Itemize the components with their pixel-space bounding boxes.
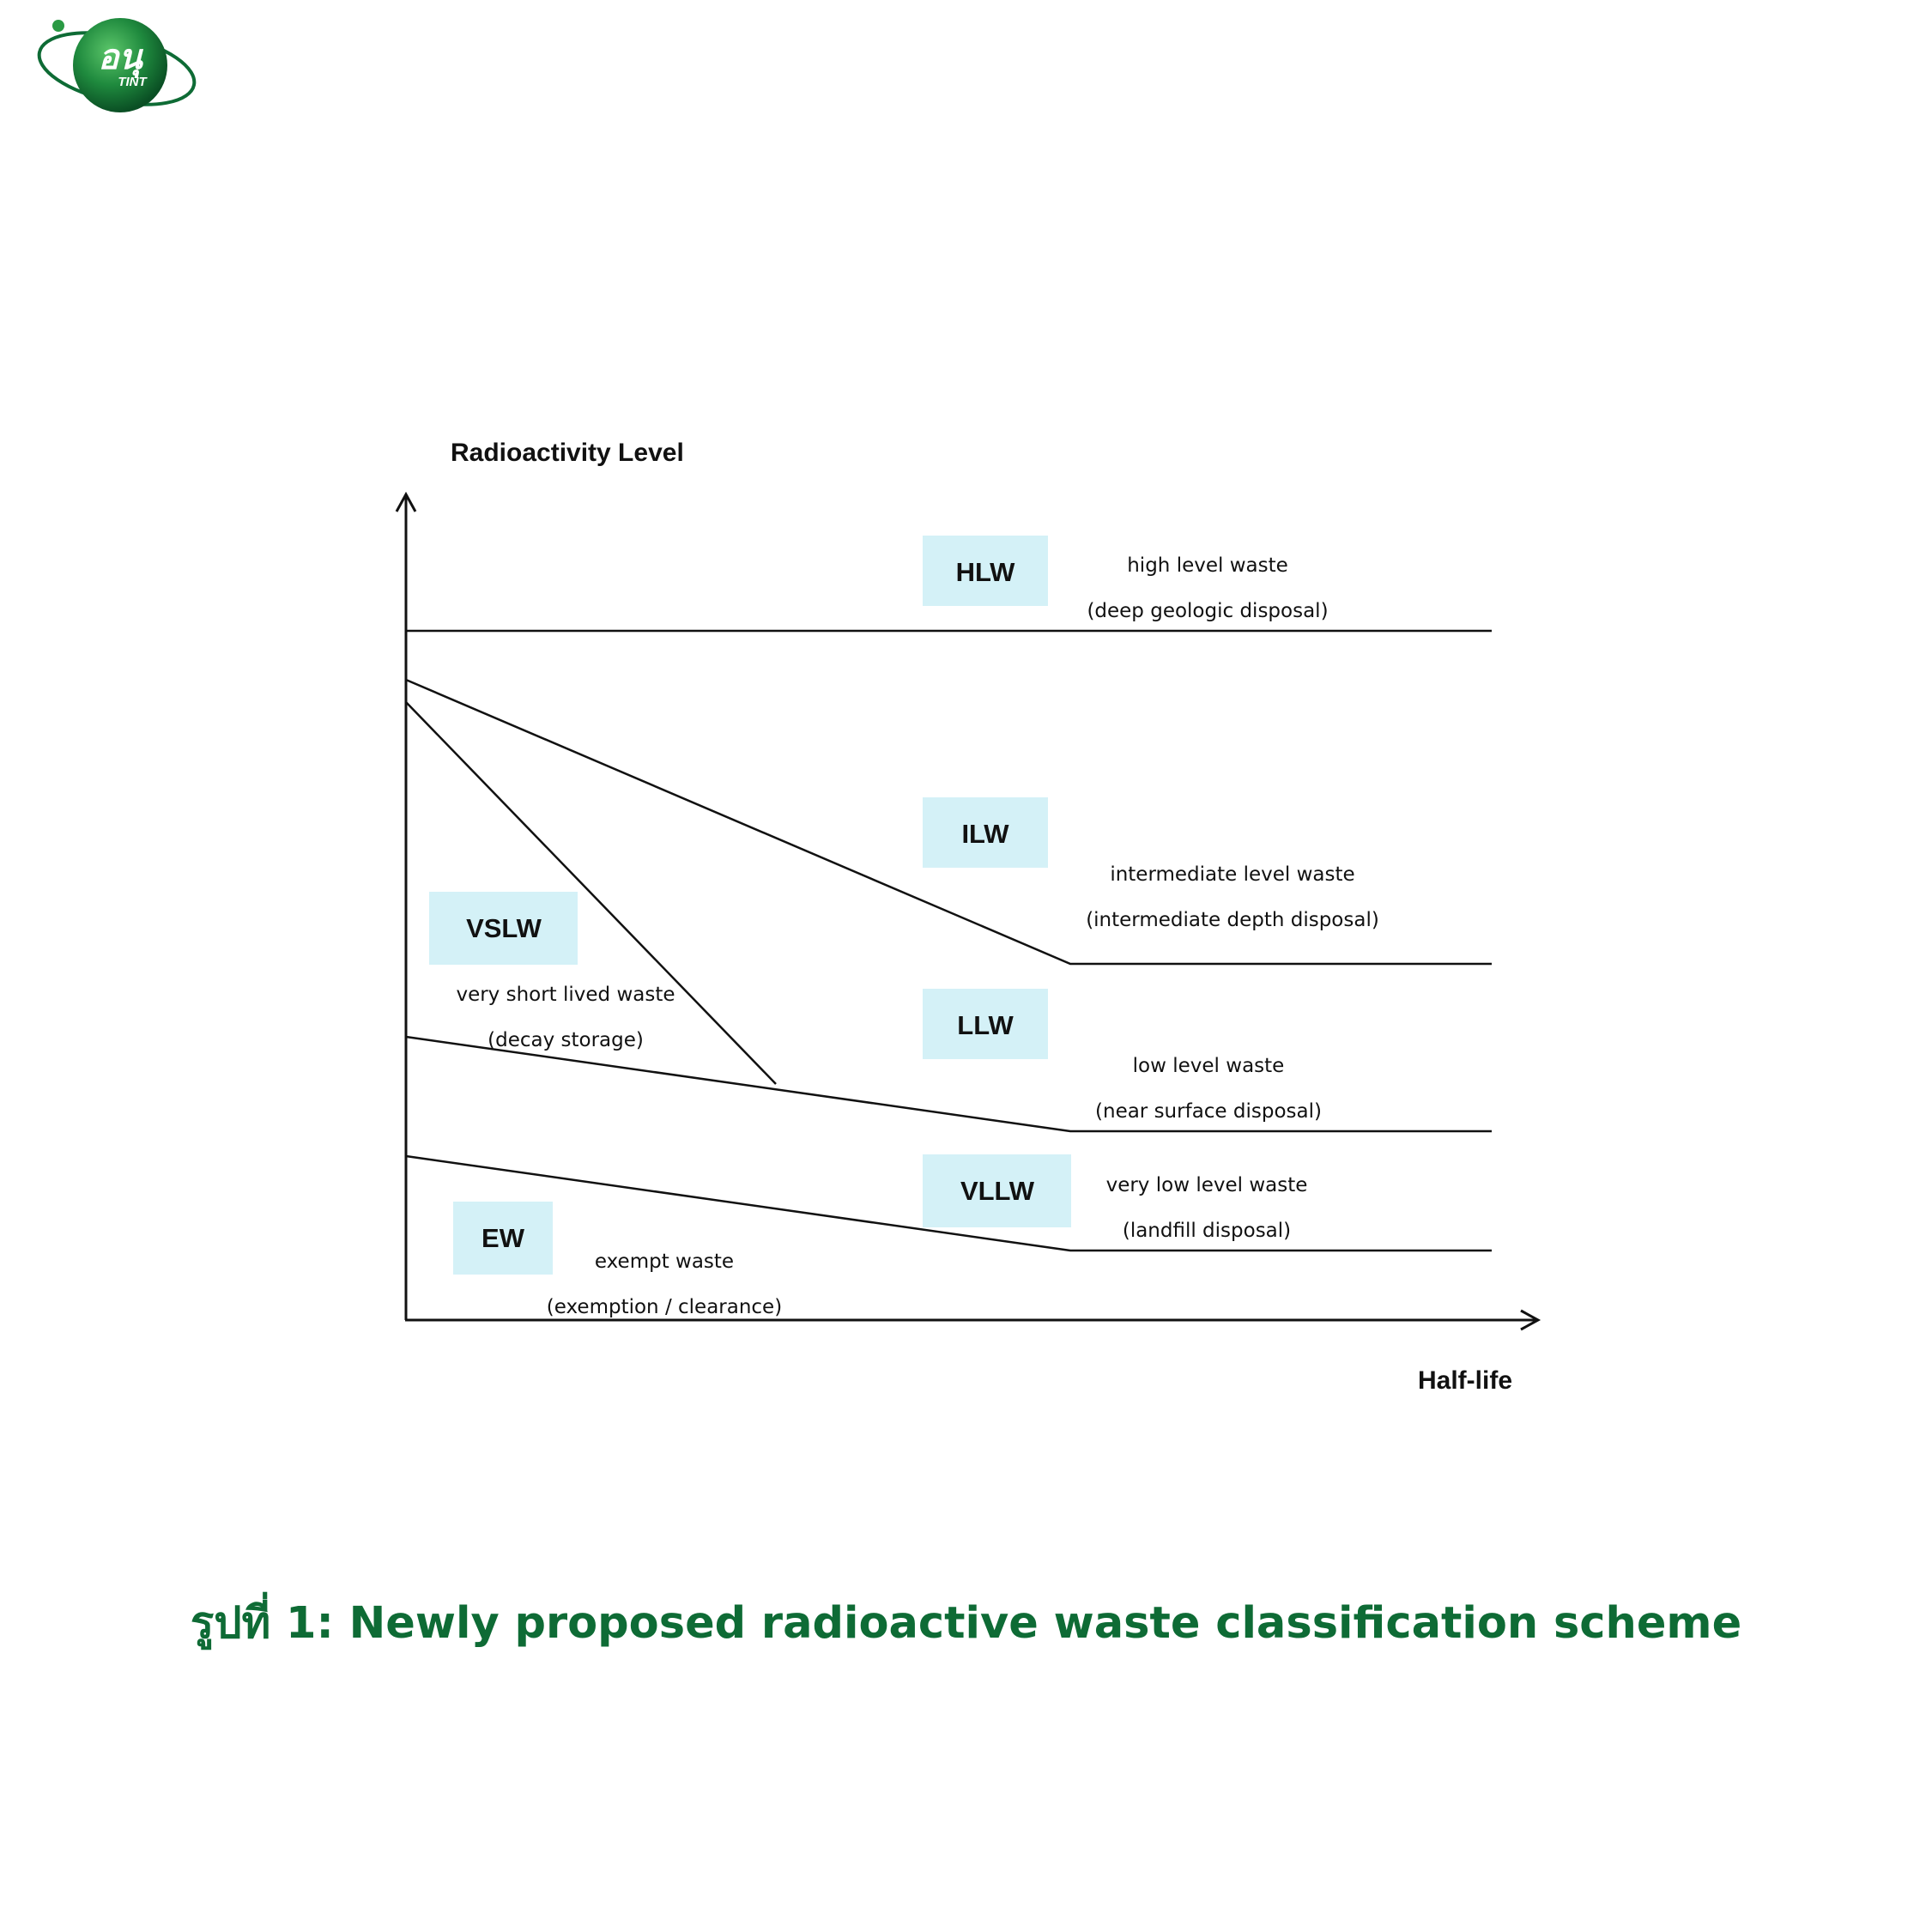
x-axis-arrowhead	[1520, 1309, 1541, 1331]
tint-logo: อนุ TINT	[37, 18, 197, 112]
vslw-description: very short lived waste	[456, 984, 675, 1006]
y-axis-arrowhead	[395, 491, 417, 512]
ilw-disposal: (intermediate depth disposal)	[1086, 909, 1379, 931]
ilw-code: ILW	[961, 819, 1009, 849]
vslw-box	[429, 892, 578, 965]
x-axis-label: Half-life	[1418, 1366, 1512, 1395]
hlw-code: HLW	[956, 557, 1016, 587]
vllw-description: very low level waste	[1106, 1174, 1308, 1196]
y-axis-label: Radioactivity Level	[451, 439, 684, 467]
logo-text-sub: TINT	[118, 75, 148, 89]
ilw-description: intermediate level waste	[1110, 863, 1354, 886]
figure-caption: รูปที่ 1: Newly proposed radioactive was…	[190, 1598, 1742, 1649]
boundary-ilw	[405, 678, 1492, 966]
llw-description: low level waste	[1133, 1055, 1285, 1077]
boundary-llw	[405, 1035, 1492, 1133]
logo-dot	[52, 20, 64, 32]
ilw-box	[923, 797, 1048, 868]
hlw-disposal: (deep geologic disposal)	[1087, 600, 1328, 622]
vllw-code: VLLW	[960, 1176, 1035, 1206]
vslw-code: VSLW	[466, 913, 542, 943]
hlw-box	[923, 536, 1048, 606]
ew-code: EW	[481, 1223, 525, 1253]
logo-globe	[73, 18, 167, 112]
llw-box	[923, 989, 1048, 1059]
llw-disposal: (near surface disposal)	[1095, 1100, 1322, 1123]
logo-text-main: อนุ	[98, 38, 143, 79]
hlw-description: high level waste	[1127, 554, 1288, 577]
vllw-box	[923, 1154, 1071, 1227]
ew-box	[453, 1202, 553, 1275]
ew-disposal: (exemption / clearance)	[547, 1296, 782, 1318]
llw-code: LLW	[957, 1010, 1014, 1040]
boundary-vllw	[405, 1154, 1492, 1252]
boundary-vslw	[405, 701, 777, 1085]
vllw-disposal: (landfill disposal)	[1123, 1220, 1291, 1242]
vslw-disposal: (decay storage)	[488, 1029, 644, 1051]
ew-description: exempt waste	[595, 1251, 734, 1273]
